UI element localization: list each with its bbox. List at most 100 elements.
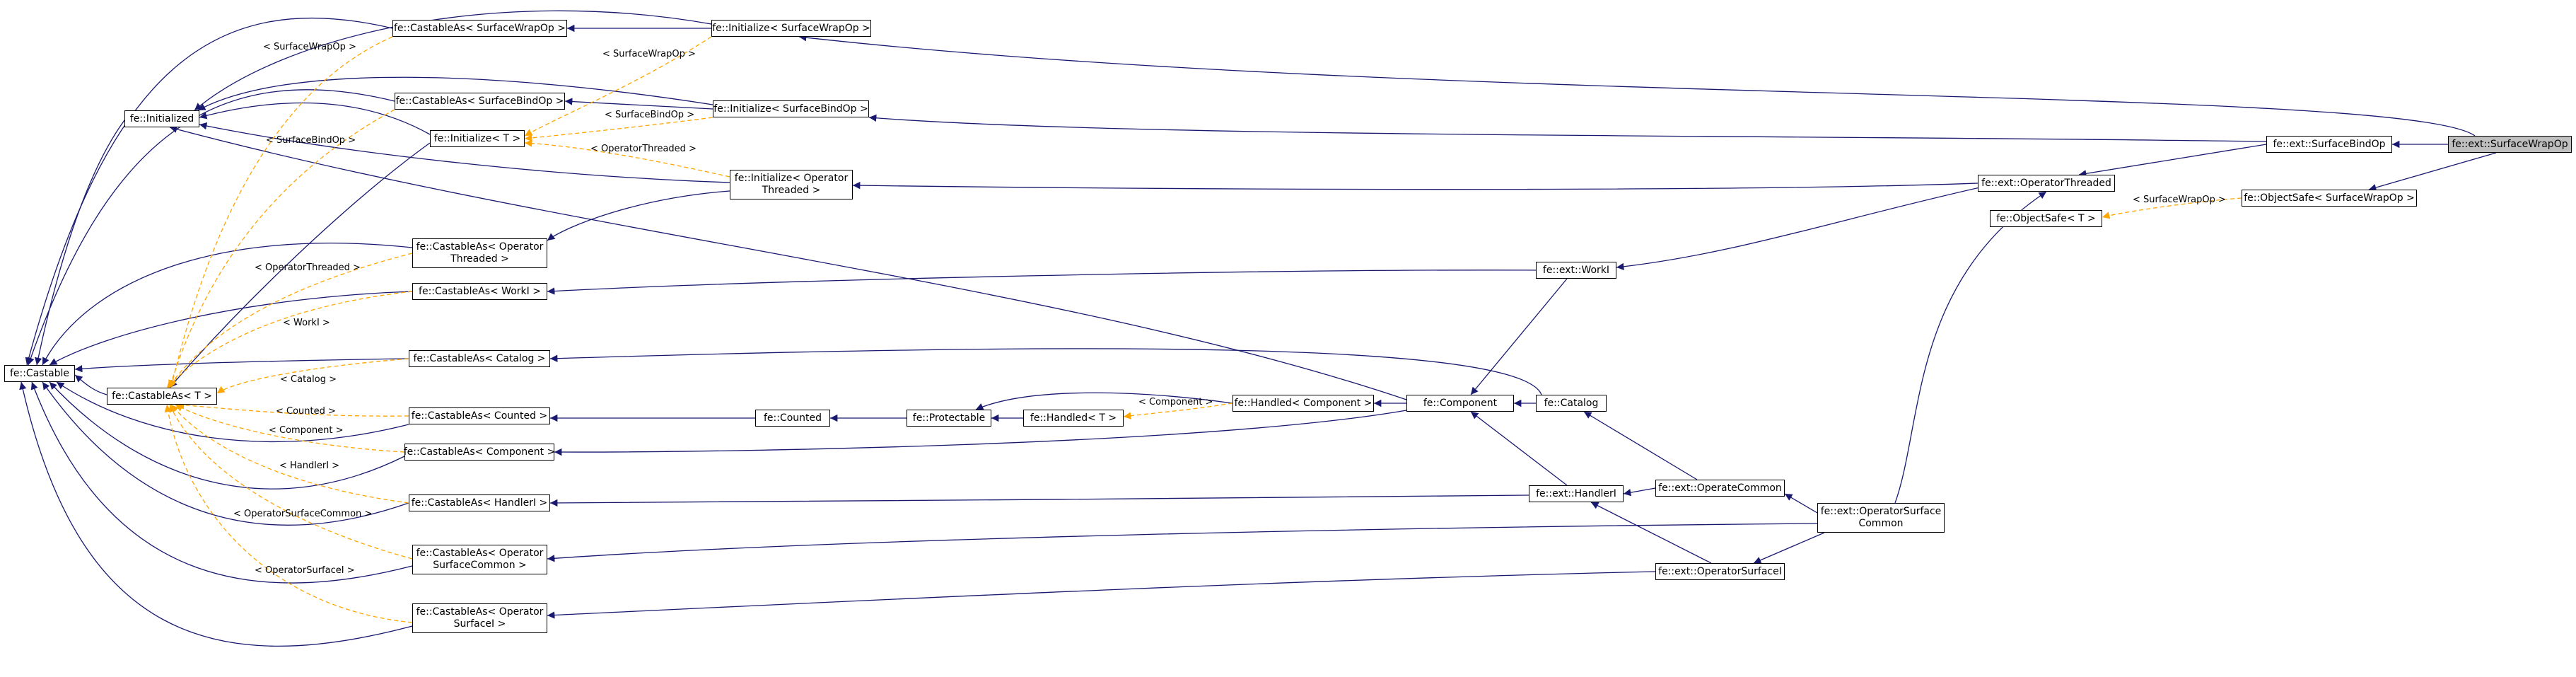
template-edge-22 [524, 36, 712, 137]
inheritance-edge-8 [56, 381, 409, 443]
inheritance-edge-21 [547, 190, 730, 241]
inheritance-edge-18 [169, 142, 431, 388]
inheritance-edge-57 [1616, 187, 1981, 271]
inheritance-edge-54 [1753, 532, 1825, 564]
template-edge-39 [1123, 403, 1233, 419]
node-counted[interactable]: fe::Counted [755, 410, 830, 427]
node-castableas-counted[interactable]: fe::CastableAs< Counted > [409, 407, 550, 424]
node-castableas-t[interactable]: fe::CastableAs< T > [107, 388, 217, 405]
inheritance-edge-2 [35, 120, 125, 366]
edge-label: < Component > [269, 425, 344, 436]
template-edge-63 [2102, 197, 2242, 219]
inheritance-edge-46 [1470, 411, 1568, 486]
node-surfacewrapop[interactable]: fe::ext::SurfaceWrapOp [2448, 136, 2572, 153]
inheritance-edge-47 [549, 494, 1529, 507]
inheritance-edge-20 [564, 98, 713, 110]
node-operatorsurfacei[interactable]: fe::ext::OperatorSurfaceI [1655, 563, 1785, 580]
template-edge-30 [176, 401, 409, 417]
edge-label: < OperatorThreaded > [590, 144, 697, 154]
inheritance-edge-3 [25, 17, 393, 366]
node-castableas-operatorthreaded[interactable]: fe::CastableAs< Operator Threaded > [412, 238, 547, 268]
node-castableas-operatorsurfacei[interactable]: fe::CastableAs< Operator SurfaceI > [412, 603, 547, 633]
inheritance-edge-55 [1894, 191, 2047, 504]
node-initialize-surfacewrapop[interactable]: fe::Initialize< SurfaceWrapOp > [711, 20, 871, 37]
node-handled-t[interactable]: fe::Handled< T > [1023, 410, 1124, 427]
inheritance-edge-42 [554, 410, 1407, 456]
node-initialize-surfacebindop[interactable]: fe::Initialize< SurfaceBindOp > [713, 100, 869, 117]
edge-label: < OperatorSurfaceCommon > [233, 509, 372, 519]
node-operatorsurfacecommon[interactable]: fe::ext::OperatorSurface Common [1817, 503, 1945, 533]
edge-label: < Catalog > [280, 374, 337, 385]
node-protectable[interactable]: fe::Protectable [907, 410, 991, 427]
inheritance-edge-14 [197, 76, 713, 111]
template-edge-26 [168, 109, 395, 388]
inheritance-edge-16 [199, 102, 431, 135]
inheritance-edge-17 [169, 125, 1407, 400]
node-catalog[interactable]: fe::Catalog [1536, 395, 1607, 412]
node-castableas-catalog[interactable]: fe::CastableAs< Catalog > [409, 350, 550, 367]
template-edge-32 [170, 404, 409, 504]
edge-label: < HandlerI > [279, 461, 339, 471]
node-castableas-component[interactable]: fe::CastableAs< Component > [404, 444, 555, 461]
edge-label: < OperatorSurfaceI > [255, 565, 355, 576]
node-operatorthreaded[interactable]: fe::ext::OperatorThreaded [1978, 175, 2115, 192]
inheritance-edge-56 [852, 181, 1978, 190]
template-edge-31 [175, 404, 405, 453]
node-initialized[interactable]: fe::Initialized [124, 110, 199, 127]
inheritance-edge-52 [1590, 502, 1712, 564]
inheritance-edge-6 [49, 291, 413, 366]
template-edge-34 [164, 404, 413, 623]
template-edge-28 [166, 291, 413, 388]
node-operatecommon[interactable]: fe::ext::OperateCommon [1655, 480, 1785, 497]
edge-label: < SurfaceWrapOp > [263, 42, 356, 52]
inheritance-edge-44 [549, 348, 1542, 395]
node-castableas-worki[interactable]: fe::CastableAs< WorkI > [412, 283, 547, 300]
edge-label: < WorkI > [283, 318, 330, 328]
inheritance-edge-15 [199, 122, 730, 183]
edge-label: < SurfaceBindOp > [266, 135, 356, 146]
edge-label: < SurfaceWrapOp > [602, 49, 696, 59]
inheritance-edge-59 [868, 114, 2267, 142]
edge-label: < Counted > [276, 406, 336, 417]
edge-label: < SurfaceWrapOp > [2133, 195, 2226, 205]
inheritance-edge-4 [27, 89, 395, 366]
node-component[interactable]: fe::Component [1406, 395, 1514, 412]
node-handled-component[interactable]: fe::Handled< Component > [1232, 395, 1374, 412]
node-handleri[interactable]: fe::ext::HandlerI [1529, 485, 1624, 502]
inheritance-edge-58 [2078, 144, 2267, 178]
node-worki[interactable]: fe::ext::WorkI [1536, 262, 1616, 279]
node-castable[interactable]: fe::Castable [4, 365, 75, 382]
template-edge-24 [524, 139, 730, 178]
inheritance-edge-45 [1470, 278, 1568, 395]
inheritance-edge-48 [1623, 487, 1656, 497]
edge-label: < SurfaceBindOp > [605, 110, 694, 120]
inheritance-edge-11 [30, 381, 413, 584]
inheritance-edge-53 [547, 571, 1656, 619]
node-castableas-surfacewrapop[interactable]: fe::CastableAs< SurfaceWrapOp > [392, 20, 567, 37]
inheritance-edge-62 [2368, 152, 2497, 192]
node-castableas-handleri[interactable]: fe::CastableAs< HandlerI > [409, 494, 550, 511]
template-edge-25 [169, 36, 393, 388]
node-initialize-operatorthreaded[interactable]: fe::Initialize< Operator Threaded > [730, 170, 853, 199]
inheritance-edge-43 [547, 270, 1542, 295]
node-objectsafe-t[interactable]: fe::ObjectSafe< T > [1990, 210, 2102, 227]
inheritance-edge-38 [975, 392, 1233, 410]
inheritance-edge-9 [49, 381, 405, 490]
inheritance-edge-1 [74, 374, 107, 395]
template-edge-29 [216, 358, 409, 394]
node-castableas-surfacebindop[interactable]: fe::CastableAs< SurfaceBindOp > [395, 93, 565, 110]
edge-label: < OperatorThreaded > [255, 262, 361, 273]
inheritance-edge-12 [19, 381, 413, 647]
node-castableas-operatorsurfacecommon[interactable]: fe::CastableAs< Operator SurfaceCommon > [412, 545, 547, 574]
inheritance-edge-10 [42, 381, 409, 526]
inheritance-edge-50 [1784, 493, 1818, 514]
node-surfacebindop[interactable]: fe::ext::SurfaceBindOp [2266, 136, 2392, 153]
node-initialize-t[interactable]: fe::Initialize< T > [430, 130, 525, 147]
inheritance-edge-61 [798, 33, 2476, 137]
node-objectsafe-surfacewrapop[interactable]: fe::ObjectSafe< SurfaceWrapOp > [2242, 190, 2417, 207]
inheritance-edge-5 [42, 243, 413, 366]
inheritance-edge-51 [547, 523, 1818, 562]
template-edge-27 [168, 253, 413, 388]
